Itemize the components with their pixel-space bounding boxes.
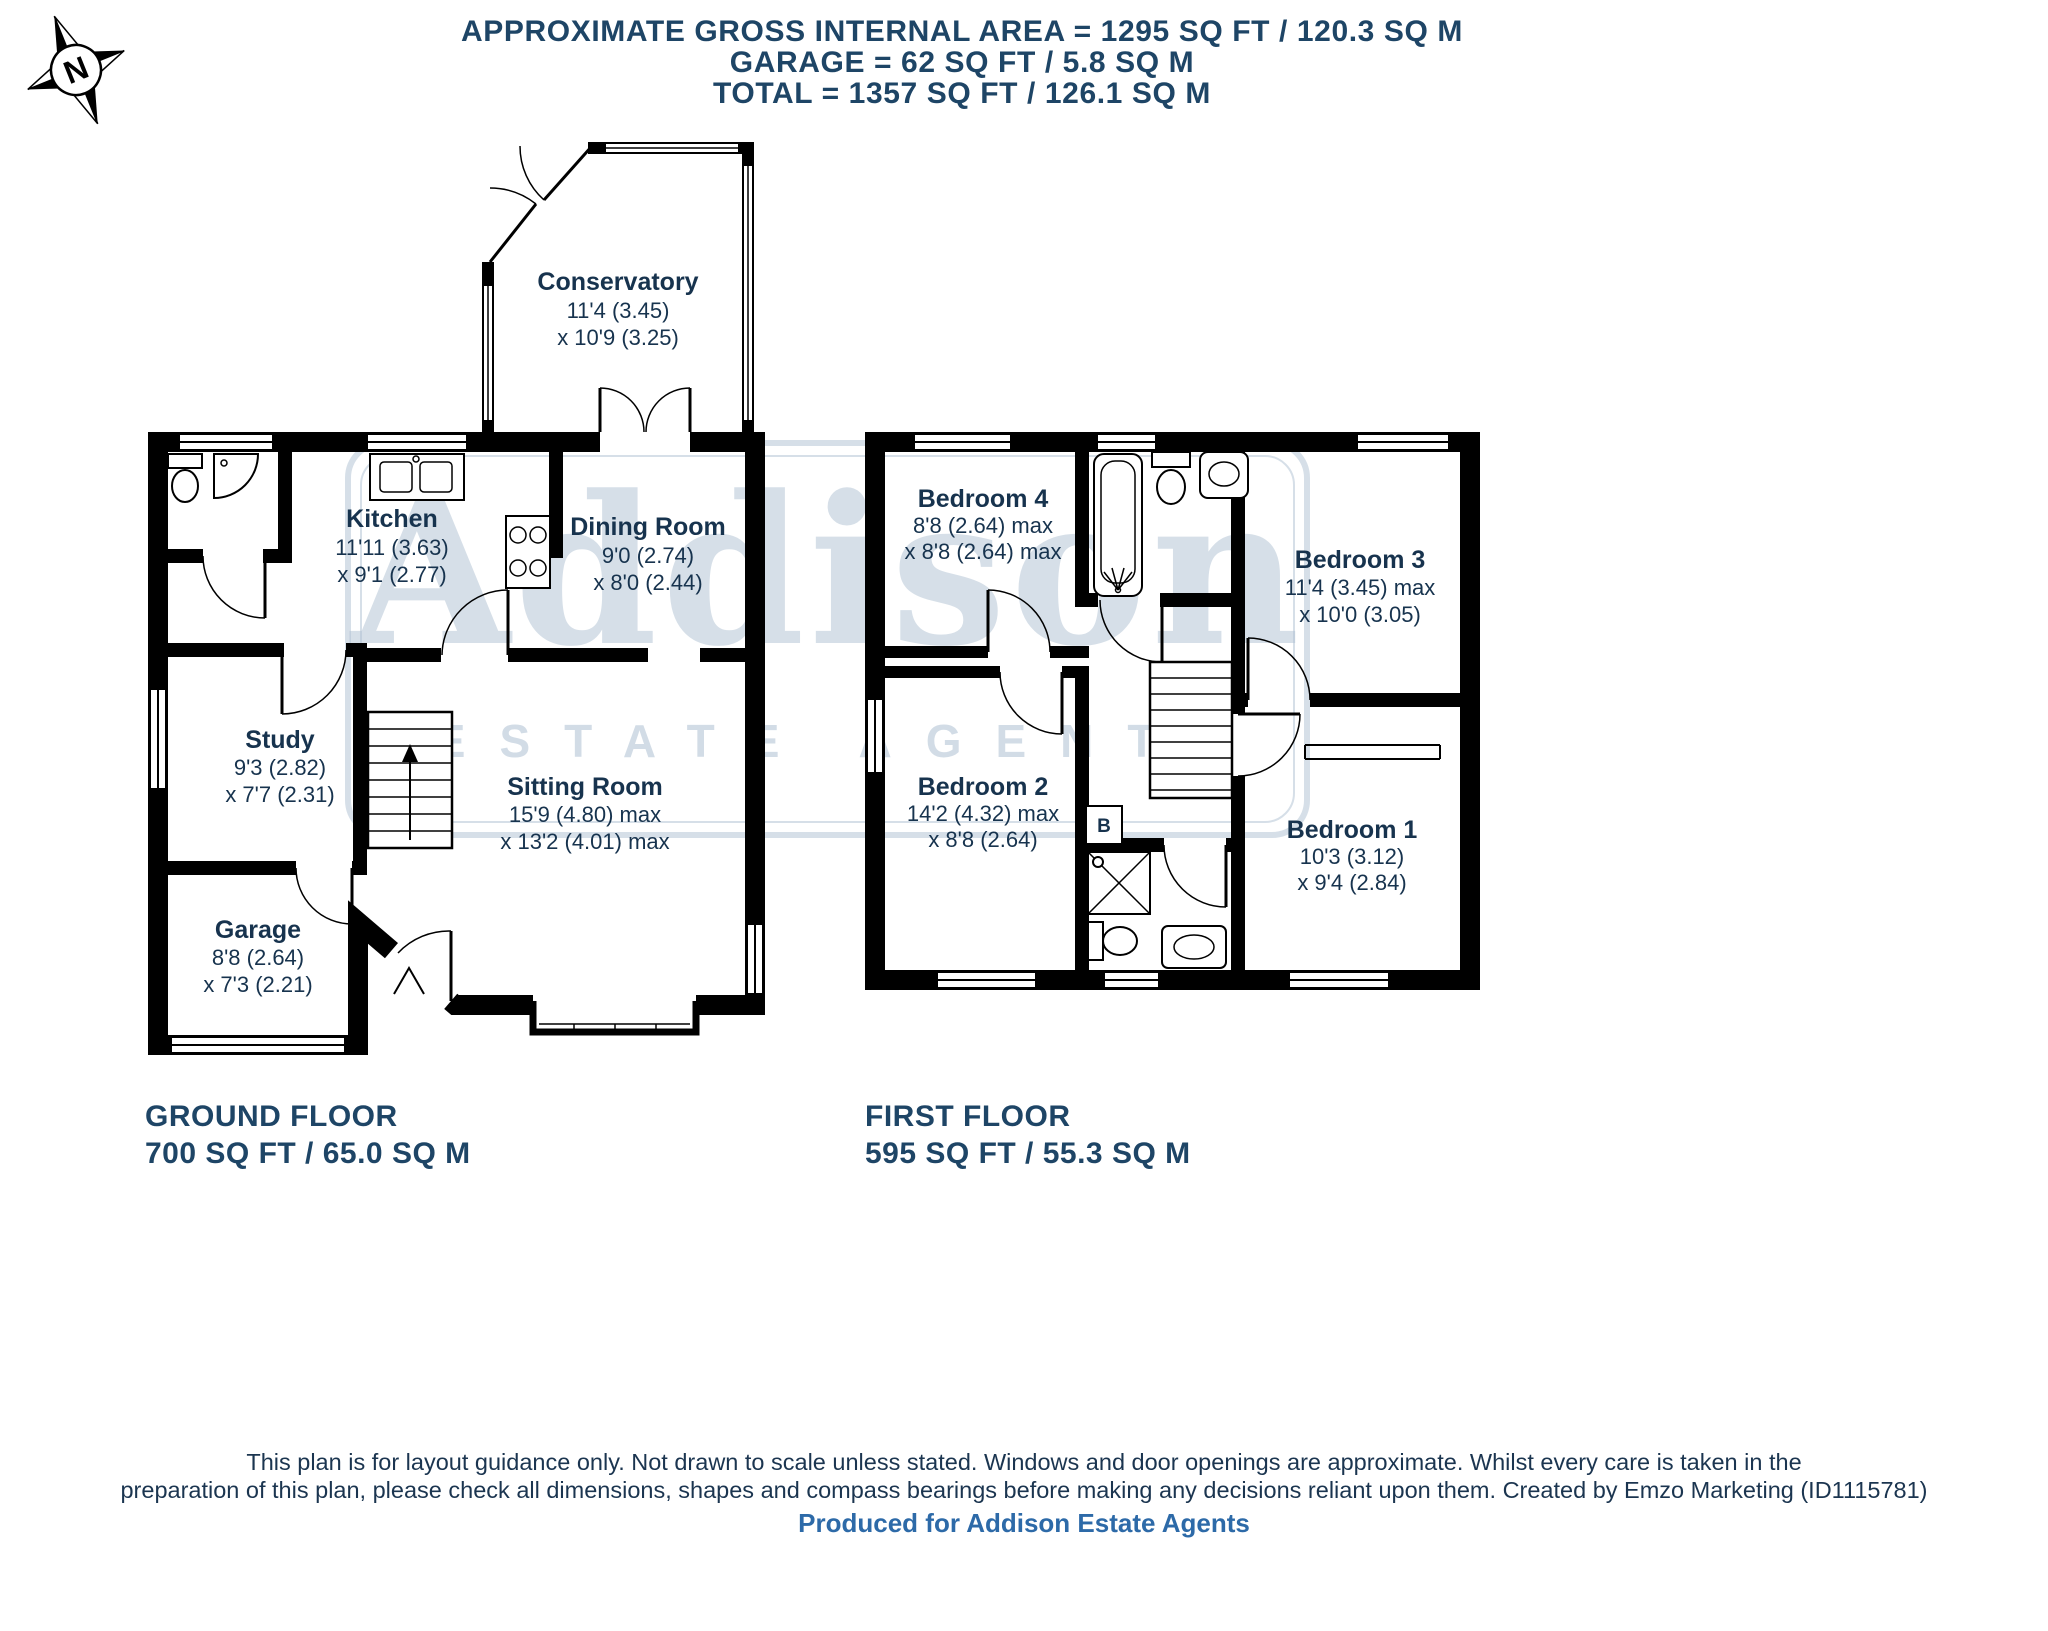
stairs-up-arrow-icon [402, 744, 418, 762]
compass-star: N [27, 15, 125, 125]
first-doors [986, 589, 1311, 908]
room-dim-kitchen-1: 11'11 (3.63) [335, 535, 448, 560]
entry-step-arrow-icon [393, 965, 425, 995]
ground-doors [202, 555, 510, 1011]
shower-icon [1087, 851, 1151, 915]
first-floor-title-block: FIRST FLOOR 595 SQ FT / 55.3 SQ M [865, 1098, 1191, 1172]
disclaimer-line-1: This plan is for layout guidance only. N… [246, 1449, 1802, 1475]
room-dim-sitting-1: 15'9 (4.80) max [509, 802, 661, 827]
kitchen-sink-icon [369, 453, 465, 501]
room-dim-dining-2: x 8'0 (2.44) [593, 570, 702, 595]
ground-floor-area: 700 SQ FT / 65.0 SQ M [145, 1137, 471, 1170]
boiler-label: B [1097, 816, 1111, 837]
first-exterior-walls [865, 432, 1480, 990]
produced-for-line: Produced for Addison Estate Agents [798, 1508, 1250, 1538]
room-dim-bedroom3-1: 11'4 (3.45) max [1285, 575, 1436, 600]
room-dim-sitting-2: x 13'2 (4.01) max [500, 829, 669, 854]
room-dim-conservatory-1: 11'4 (3.45) [567, 298, 670, 323]
room-dim-bedroom1-1: 10'3 (3.12) [1300, 844, 1405, 869]
room-dim-bedroom4-1: 8'8 (2.64) max [913, 513, 1053, 538]
room-dim-conservatory-2: x 10'9 (3.25) [557, 325, 679, 350]
room-label-bedroom1: Bedroom 1 [1287, 816, 1418, 844]
ground-room-labels: Conservatory 11'4 (3.45) x 10'9 (3.25) K… [203, 268, 725, 997]
room-label-kitchen: Kitchen [346, 505, 438, 533]
header-area-summary: APPROXIMATE GROSS INTERNAL AREA = 1295 S… [0, 16, 1924, 109]
room-dim-bedroom3-2: x 10'0 (3.05) [1299, 602, 1421, 627]
bathroom-basin-icon [1199, 451, 1249, 499]
first-windows [868, 435, 1448, 987]
bedroom1-wardrobe [1304, 744, 1441, 760]
room-dim-bedroom2-2: x 8'8 (2.64) [928, 827, 1037, 852]
ground-floor-title: GROUND FLOOR [145, 1100, 398, 1133]
wc-toilet-icon [167, 453, 203, 503]
header-line-gross-area: APPROXIMATE GROSS INTERNAL AREA = 1295 S… [461, 15, 1463, 48]
room-dim-bedroom2-1: 14'2 (4.32) max [907, 801, 1059, 826]
boiler-cupboard: B [1085, 805, 1123, 845]
ground-floor-plan: Conservatory 11'4 (3.45) x 10'9 (3.25) K… [148, 142, 765, 1055]
watermark-tagline: ESTATE AGENTS [434, 715, 1255, 767]
room-label-garage: Garage [215, 916, 301, 944]
room-label-dining: Dining Room [570, 513, 726, 541]
bath-icon [1093, 453, 1143, 597]
header-line-garage-area: GARAGE = 62 SQ FT / 5.8 SQ M [729, 46, 1195, 79]
header-line-total-area: TOTAL = 1357 SQ FT / 126.1 SQ M [713, 77, 1211, 110]
room-dim-study-2: x 7'7 (2.31) [225, 782, 334, 807]
room-label-bedroom4: Bedroom 4 [918, 485, 1049, 513]
room-dim-kitchen-2: x 9'1 (2.77) [337, 562, 446, 587]
first-floor-plan: B [865, 432, 1480, 990]
room-dim-bedroom1-2: x 9'4 (2.84) [1297, 870, 1406, 895]
watermark-frame [345, 440, 1310, 838]
room-label-bedroom2: Bedroom 2 [918, 773, 1049, 801]
bay-window [529, 994, 700, 1036]
ground-stairs-icon [366, 710, 454, 850]
first-stairs-icon [1148, 660, 1234, 800]
conservatory [482, 142, 754, 453]
room-dim-dining-1: 9'0 (2.74) [602, 543, 694, 568]
first-floor-area: 595 SQ FT / 55.3 SQ M [865, 1137, 1191, 1170]
room-label-conservatory: Conservatory [537, 268, 698, 296]
room-label-sitting: Sitting Room [507, 773, 663, 801]
room-label-bedroom3: Bedroom 3 [1295, 546, 1426, 574]
room-dim-garage-2: x 7'3 (2.21) [203, 972, 312, 997]
ground-windows [151, 435, 762, 993]
room-label-study: Study [245, 726, 315, 754]
first-room-labels: Bedroom 4 8'8 (2.64) max x 8'8 (2.64) ma… [904, 485, 1435, 895]
shower-room-toilet-icon [1087, 921, 1138, 961]
disclaimer: This plan is for layout guidance only. N… [0, 1448, 2048, 1504]
shower-room-basin-icon [1161, 925, 1227, 969]
watermark-frame-inner [360, 455, 1295, 823]
room-dim-bedroom4-2: x 8'8 (2.64) max [904, 539, 1061, 564]
room-dim-garage-1: 8'8 (2.64) [212, 945, 304, 970]
compass-rose: N [27, 15, 125, 125]
first-interior-walls [875, 432, 1460, 987]
ground-interior-walls [148, 432, 765, 875]
wc-basin-icon [213, 453, 260, 500]
bathroom-toilet-icon [1151, 451, 1191, 505]
stove-icon [505, 515, 551, 589]
first-floor-title: FIRST FLOOR [865, 1100, 1071, 1133]
disclaimer-line-2: preparation of this plan, please check a… [120, 1477, 1928, 1503]
room-dim-study-1: 9'3 (2.82) [234, 755, 326, 780]
ground-floor-title-block: GROUND FLOOR 700 SQ FT / 65.0 SQ M [145, 1098, 471, 1172]
